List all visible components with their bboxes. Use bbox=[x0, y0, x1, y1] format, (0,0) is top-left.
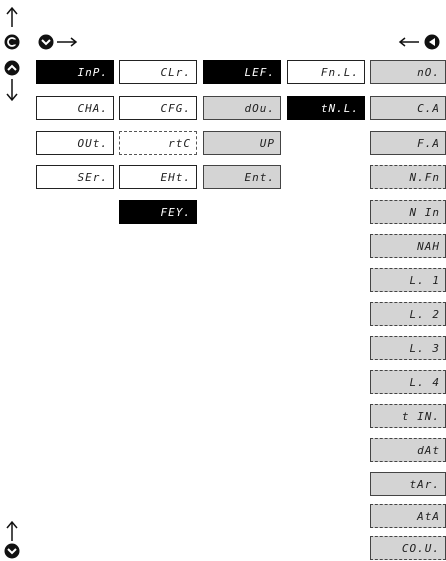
menu-label: L. 1 bbox=[409, 273, 440, 287]
menu-label: rtC bbox=[168, 136, 191, 150]
menu-no[interactable]: nO. bbox=[370, 60, 446, 84]
menu-label: dOu. bbox=[244, 101, 275, 115]
menu-clr[interactable]: CLr. bbox=[119, 60, 197, 84]
menu-label: SEr. bbox=[77, 170, 108, 184]
menu-fnl[interactable]: Fn.L. bbox=[287, 60, 365, 84]
menu-label: CLr. bbox=[160, 65, 191, 79]
menu-inp[interactable]: InP. bbox=[36, 60, 114, 84]
menu-up[interactable]: UP bbox=[203, 131, 281, 155]
menu-cha[interactable]: CHA. bbox=[36, 96, 114, 120]
menu-rtc[interactable]: rtC bbox=[119, 131, 197, 155]
arrow-left-icon bbox=[398, 37, 419, 47]
menu-ent[interactable]: Ent. bbox=[203, 165, 281, 189]
menu-dat[interactable]: dAt bbox=[370, 438, 446, 462]
arrow-right-icon bbox=[57, 37, 78, 47]
arrow-down-icon bbox=[6, 79, 18, 102]
menu-key[interactable]: FEY. bbox=[119, 200, 197, 224]
menu-cou[interactable]: CO.U. bbox=[370, 536, 446, 560]
menu-label: LEF. bbox=[244, 65, 275, 79]
menu-label: CHA. bbox=[77, 101, 108, 115]
menu-label: F.A bbox=[417, 136, 440, 150]
menu-label: Ent. bbox=[244, 170, 275, 184]
menu-l1[interactable]: L. 1 bbox=[370, 268, 446, 292]
menu-label: CO.U. bbox=[401, 541, 440, 555]
menu-label: L. 3 bbox=[409, 341, 440, 355]
arrow-up-icon bbox=[6, 6, 18, 27]
arrow-up-bottom-icon bbox=[6, 520, 18, 541]
menu-tml[interactable]: tN.L. bbox=[287, 96, 365, 120]
menu-nah[interactable]: NAH bbox=[370, 234, 446, 258]
menu-label: N In bbox=[409, 205, 440, 219]
menu-eht[interactable]: EHt. bbox=[119, 165, 197, 189]
down-key-bottom-icon[interactable] bbox=[4, 543, 20, 559]
menu-l3[interactable]: L. 3 bbox=[370, 336, 446, 360]
menu-label: CFG. bbox=[160, 101, 191, 115]
menu-label: L. 4 bbox=[409, 375, 440, 389]
menu-label: N.Fn bbox=[409, 170, 440, 184]
enter-key-icon[interactable] bbox=[4, 34, 20, 50]
menu-out[interactable]: OUt. bbox=[36, 131, 114, 155]
menu-cfg[interactable]: CFG. bbox=[119, 96, 197, 120]
menu-l2[interactable]: L. 2 bbox=[370, 302, 446, 326]
menu-dou[interactable]: dOu. bbox=[203, 96, 281, 120]
menu-tar[interactable]: tAr. bbox=[370, 472, 446, 496]
menu-label: AtA bbox=[417, 509, 440, 523]
menu-fa[interactable]: F.A bbox=[370, 131, 446, 155]
menu-label: tAr. bbox=[409, 477, 440, 491]
menu-label: FEY. bbox=[160, 205, 191, 219]
menu-ata[interactable]: AtA bbox=[370, 504, 446, 528]
menu-label: Fn.L. bbox=[320, 65, 359, 79]
menu-label: dAt bbox=[417, 443, 440, 457]
menu-label: nO. bbox=[417, 65, 440, 79]
menu-label: EHt. bbox=[160, 170, 191, 184]
menu-nin[interactable]: N In bbox=[370, 200, 446, 224]
menu-label: InP. bbox=[77, 65, 108, 79]
up-key-icon[interactable] bbox=[4, 60, 20, 76]
menu-tim[interactable]: t IN. bbox=[370, 404, 446, 428]
menu-label: C.A bbox=[417, 101, 440, 115]
menu-l4[interactable]: L. 4 bbox=[370, 370, 446, 394]
menu-lef[interactable]: LEF. bbox=[203, 60, 281, 84]
menu-ser[interactable]: SEr. bbox=[36, 165, 114, 189]
menu-label: L. 2 bbox=[409, 307, 440, 321]
menu-nfn[interactable]: N.Fn bbox=[370, 165, 446, 189]
menu-ca[interactable]: C.A bbox=[370, 96, 446, 120]
menu-label: OUt. bbox=[77, 136, 108, 150]
down-key-icon[interactable] bbox=[38, 34, 54, 50]
menu-label: NAH bbox=[417, 239, 440, 253]
left-key-icon[interactable] bbox=[424, 34, 440, 50]
menu-label: UP bbox=[259, 136, 275, 150]
menu-label: tN.L. bbox=[320, 101, 359, 115]
menu-label: t IN. bbox=[401, 409, 440, 423]
